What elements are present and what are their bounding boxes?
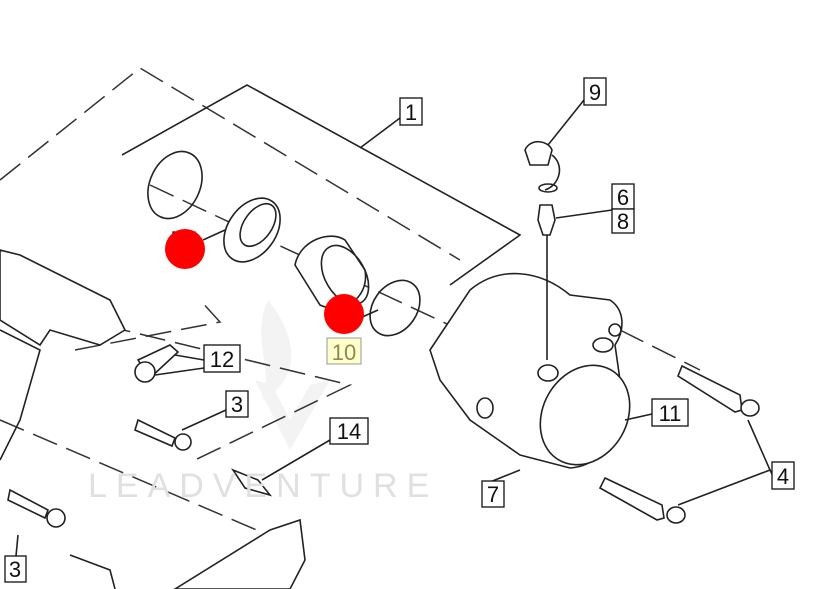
- callout-10-highlighted[interactable]: 10: [326, 337, 362, 365]
- brake-pad-bracket: [0, 249, 306, 589]
- callout-label: 10: [332, 340, 356, 365]
- bleeder-screw: [537, 204, 556, 360]
- callout-14[interactable]: 14: [329, 417, 369, 445]
- bleeder-cap: [524, 140, 561, 193]
- watermark-logo: [255, 300, 330, 450]
- callout-label: 7: [487, 482, 499, 507]
- slide-pin-bolts: [7, 344, 760, 528]
- callout-3-lower[interactable]: 3: [4, 555, 27, 583]
- watermark-text: LEADVENTURE: [88, 467, 438, 505]
- callout-1[interactable]: 1: [399, 97, 423, 126]
- callout-8[interactable]: 8: [611, 208, 635, 234]
- callout-label: 8: [617, 209, 629, 234]
- callout-label: 11: [659, 401, 682, 426]
- callout-4[interactable]: 4: [771, 461, 795, 490]
- caliper-body: [429, 272, 631, 469]
- callout-12[interactable]: 12: [203, 344, 241, 373]
- callout-9[interactable]: 9: [583, 77, 607, 106]
- red-marker[interactable]: [165, 229, 205, 269]
- callout-label: 3: [9, 557, 21, 582]
- callout-label: 3: [231, 392, 243, 417]
- piston-seal: [369, 279, 421, 337]
- pad-spring: [230, 468, 273, 497]
- leader-lines: [15, 99, 773, 557]
- callout-3[interactable]: 3: [225, 390, 249, 418]
- dust-seal: [223, 197, 281, 263]
- callout-label: 9: [589, 80, 601, 105]
- callout-label: 14: [337, 419, 361, 444]
- callout-label: 12: [210, 347, 234, 372]
- callout-label: 6: [617, 185, 629, 210]
- kit-bracket: [121, 84, 522, 286]
- callout-label: 4: [777, 464, 789, 489]
- red-marker[interactable]: [324, 294, 364, 334]
- callout-label: 1: [405, 100, 417, 125]
- callout-7[interactable]: 7: [481, 480, 505, 508]
- seal-ring: [147, 150, 203, 220]
- callout-11[interactable]: 11: [651, 398, 689, 427]
- callout-6[interactable]: 6: [611, 183, 635, 210]
